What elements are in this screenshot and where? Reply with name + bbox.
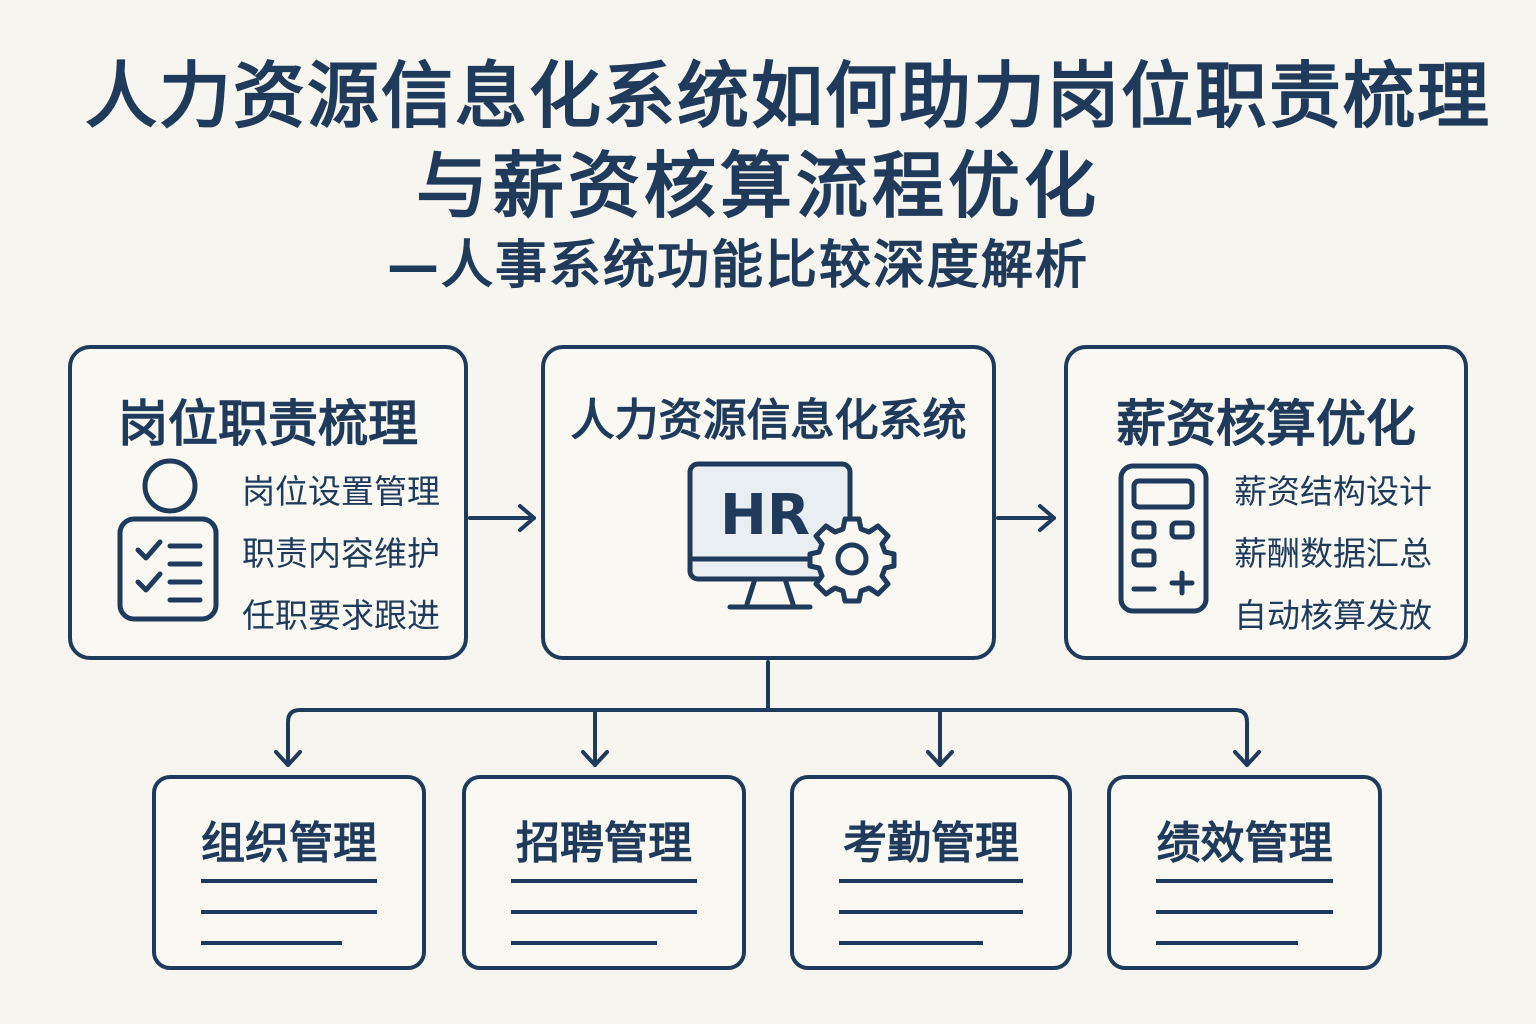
list-item: 岗位设置管理 — [242, 472, 440, 511]
hr-system-box: 人力资源信息化系统 HR — [541, 345, 996, 660]
module-attendance: 考勤管理 — [790, 775, 1072, 970]
module-title: 考勤管理 — [843, 818, 1019, 869]
placeholder-lines — [511, 879, 697, 972]
module-organization: 组织管理 — [152, 775, 426, 970]
module-title: 绩效管理 — [1156, 818, 1333, 869]
hr-system-title: 人力资源信息化系统 — [570, 395, 967, 446]
hr-screen-text: HR — [720, 483, 810, 548]
list-item: 自动核算发放 — [1234, 596, 1432, 635]
calculator-icon — [1118, 463, 1209, 614]
salary-optimization-title: 薪资核算优化 — [1116, 395, 1416, 453]
module-recruitment: 招聘管理 — [462, 775, 746, 970]
main-title-line-2: 与薪资核算流程优化 — [415, 144, 1100, 228]
module-performance: 绩效管理 — [1107, 775, 1382, 970]
placeholder-lines — [839, 879, 1023, 972]
placeholder-lines — [1156, 879, 1333, 972]
gear-icon — [807, 516, 897, 604]
branch-line — [286, 708, 1249, 767]
job-responsibility-box: 岗位职责梳理 岗位设置管理 职责内容维护 任职要求跟进 — [68, 345, 468, 660]
job-responsibility-title: 岗位职责梳理 — [118, 395, 418, 453]
subtitle: —人事系统功能比较深度解析 — [386, 236, 1089, 296]
person-checklist-icon — [117, 458, 219, 622]
monitor-gear-icon: HR — [687, 461, 897, 610]
list-item: 任职要求跟进 — [242, 596, 440, 635]
main-title-line-1: 人力资源信息化系统如何助力岗位职责梳理 — [84, 54, 1491, 138]
job-responsibility-list: 岗位设置管理 职责内容维护 任职要求跟进 — [242, 461, 440, 647]
salary-optimization-list: 薪资结构设计 薪酬数据汇总 自动核算发放 — [1234, 461, 1432, 647]
placeholder-lines — [201, 879, 377, 972]
list-item: 职责内容维护 — [242, 534, 440, 573]
list-item: 薪酬数据汇总 — [1234, 534, 1432, 573]
list-item: 薪资结构设计 — [1234, 472, 1432, 511]
module-title: 组织管理 — [201, 818, 377, 869]
module-title: 招聘管理 — [516, 818, 692, 869]
salary-optimization-box: 薪资核算优化 薪资结构设计 薪酬数据汇总 自动核算发放 — [1064, 345, 1468, 660]
